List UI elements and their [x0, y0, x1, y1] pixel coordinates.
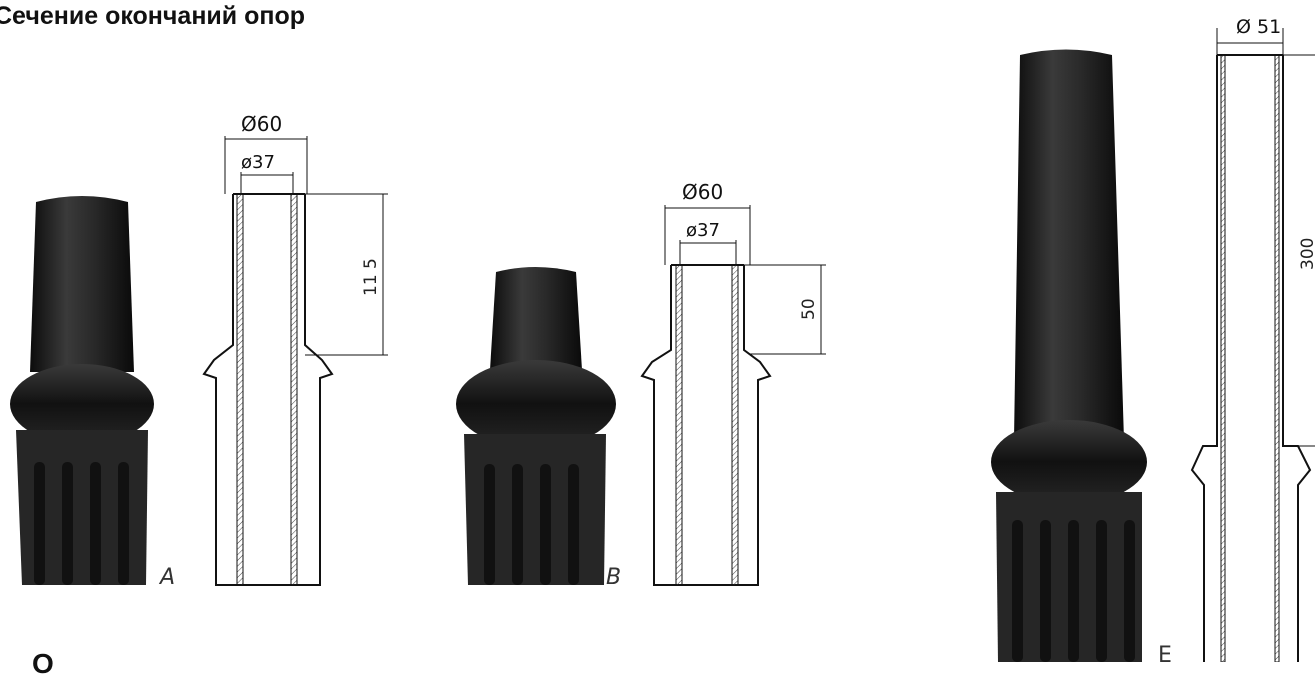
post-a-flute — [62, 462, 73, 585]
section-a-outer-diameter: Ø60 — [241, 112, 282, 136]
diagram-canvas: A Ø60 ø37 11 5 B — [10, 16, 1315, 662]
variant-b-letter: B — [606, 565, 621, 590]
post-b-photo — [456, 267, 616, 585]
post-e-photo — [991, 49, 1147, 662]
post-e-flute — [1040, 520, 1051, 662]
section-a-wall-left — [236, 193, 244, 586]
section-b-wall-right — [731, 264, 739, 586]
section-e-wall-right — [1274, 54, 1280, 662]
page-title: Сечение окончаний опор — [0, 2, 306, 30]
section-b-inner-diameter: ø37 — [686, 220, 720, 241]
post-a-flute — [118, 462, 129, 585]
post-a-flute — [90, 462, 101, 585]
post-e-tube — [1014, 49, 1124, 440]
variant-e-letter: E — [1158, 643, 1172, 662]
section-b-drawing — [640, 205, 826, 586]
variant-a-letter: A — [158, 565, 175, 590]
section-b-height: 50 — [799, 298, 819, 320]
post-b-flute — [484, 464, 495, 585]
post-e-flute — [1124, 520, 1135, 662]
post-a-body — [16, 430, 148, 585]
post-a-flute — [34, 462, 45, 585]
section-e-height: 300 — [1298, 238, 1315, 270]
post-e-flute — [1068, 520, 1079, 662]
section-e-wall-left — [1220, 54, 1226, 662]
section-e-outer-profile-right — [1282, 55, 1312, 662]
section-b-outer-diameter: Ø60 — [682, 180, 723, 204]
post-b-tube — [490, 267, 582, 370]
post-e-flute — [1096, 520, 1107, 662]
section-e-outer-diameter: Ø 51 — [1236, 16, 1281, 38]
section-a-wall-right — [290, 193, 298, 586]
section-a-inner-diameter: ø37 — [241, 152, 275, 173]
section-a-outer-profile — [202, 194, 334, 586]
section-b-wall-left — [675, 264, 683, 586]
post-b-flute — [540, 464, 551, 585]
post-a-photo — [10, 196, 154, 585]
post-b-flute — [512, 464, 523, 585]
post-a-tube — [30, 196, 134, 372]
section-a-height: 11 5 — [361, 258, 381, 296]
section-a-drawing — [202, 136, 388, 586]
post-a-ring — [10, 364, 154, 444]
post-b-flute — [568, 464, 579, 585]
section-b-outer-profile — [640, 265, 772, 586]
section-e-outer-profile — [1190, 55, 1218, 662]
post-e-ring — [991, 420, 1147, 504]
post-e-flute — [1012, 520, 1023, 662]
section-e-drawing — [1190, 28, 1315, 662]
post-b-ring — [456, 360, 616, 448]
